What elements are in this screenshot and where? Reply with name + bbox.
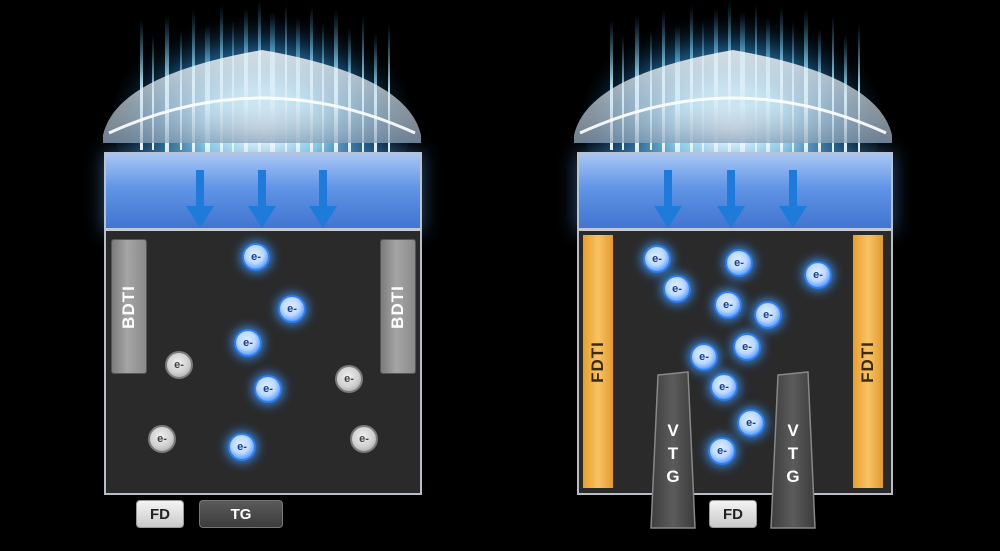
electron: e-: [690, 343, 718, 371]
stray-electron: e-: [350, 425, 378, 453]
vertical-transfer-gate-left: [650, 371, 696, 529]
vtg-letter: T: [667, 444, 679, 463]
electron: e-: [754, 301, 782, 329]
electron: e-: [278, 295, 306, 323]
electron: e-: [234, 329, 262, 357]
color-filter: [577, 152, 893, 232]
transfer-gate-label: TG: [199, 500, 283, 528]
electron: e-: [804, 261, 832, 289]
vtg-letter: V: [787, 421, 799, 440]
electron: e-: [254, 375, 282, 403]
electron: e-: [710, 373, 738, 401]
stray-electron: e-: [148, 425, 176, 453]
arrow-down-icon: [309, 170, 337, 228]
isolation-label: FDTI: [858, 340, 877, 383]
isolation-bar-right: FDTI: [853, 235, 883, 488]
arrow-down-icon: [248, 170, 276, 228]
vtg-letter: G: [786, 467, 800, 486]
arrow-down-icon: [186, 170, 214, 228]
stray-electron: e-: [165, 351, 193, 379]
microlens: [103, 50, 421, 143]
electron: e-: [663, 275, 691, 303]
electron: e-: [228, 433, 256, 461]
photodiode-region: FDTI FDTI e- e- e- e- e- e- e- e- e- e- …: [577, 228, 893, 495]
electron: e-: [737, 409, 765, 437]
photodiode-region: BDTI BDTI e- e- e- e- e- e- e- e- e-: [104, 228, 422, 495]
vtg-letter: T: [787, 444, 799, 463]
isolation-label: FDTI: [588, 340, 607, 383]
vertical-transfer-gate-right: [770, 371, 816, 529]
isolation-label: BDTI: [119, 284, 138, 329]
arrow-down-icon: [654, 170, 682, 228]
electron: e-: [714, 291, 742, 319]
isolation-bar-left: BDTI: [111, 239, 147, 374]
pixel-bdti: BDTI BDTI e- e- e- e- e- e- e- e- e- FD …: [103, 0, 422, 528]
electron: e-: [733, 333, 761, 361]
microlens: [574, 50, 892, 143]
floating-diffusion-label: FD: [136, 500, 184, 528]
vtg-label-left: V T G: [648, 420, 698, 490]
electron: e-: [242, 243, 270, 271]
light-beams: [582, 0, 882, 230]
stray-electron: e-: [335, 365, 363, 393]
vtg-letter: G: [666, 467, 680, 486]
electron: e-: [643, 245, 671, 273]
floating-diffusion-label: FD: [709, 500, 757, 528]
electron: e-: [725, 249, 753, 277]
isolation-bar-left: FDTI: [583, 235, 613, 488]
vtg-letter: V: [667, 421, 679, 440]
arrow-down-icon: [717, 170, 745, 228]
isolation-bar-right: BDTI: [380, 239, 416, 374]
isolation-label: BDTI: [388, 284, 407, 329]
vtg-label-right: V T G: [768, 420, 818, 490]
electron: e-: [708, 437, 736, 465]
arrow-down-icon: [779, 170, 807, 228]
